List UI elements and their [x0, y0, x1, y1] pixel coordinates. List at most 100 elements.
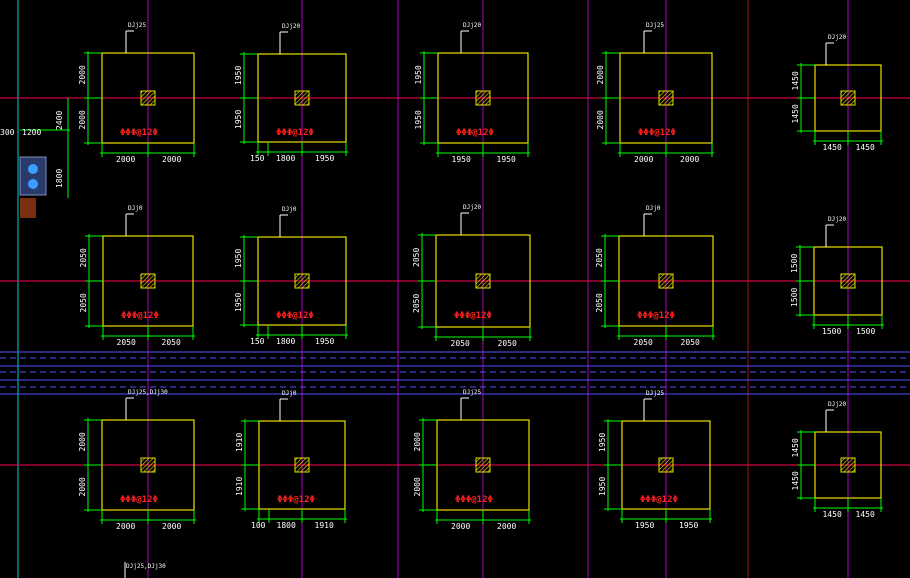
dim-text-vertical: 1450 — [791, 471, 800, 490]
column-hatch — [475, 273, 491, 289]
dim-text-horizontal: 2000 — [116, 155, 135, 164]
dim-text-vertical: 1950 — [598, 433, 607, 452]
reinforcement-note: ΦΦΦ@12Φ — [120, 128, 159, 138]
dim-text-horizontal: 1800 — [276, 337, 295, 346]
dim-text-horizontal: 100 — [251, 521, 266, 530]
dim-text-vertical: 2000 — [78, 110, 87, 129]
column-hatch — [294, 273, 310, 289]
dim-text-vertical: 1950 — [414, 110, 423, 129]
dim-text-vertical: 1950 — [598, 477, 607, 496]
column-hatch — [140, 457, 156, 473]
dim-text-vertical: 1500 — [790, 288, 799, 307]
dim-text-vertical: 1950 — [234, 66, 243, 85]
dim-text-horizontal: 2050 — [117, 338, 136, 347]
dim-text-horizontal: 150 — [250, 337, 265, 346]
footing-label: DJj25,DJj30 — [128, 389, 168, 396]
dim-text-horizontal: 1950 — [452, 155, 471, 164]
reinforcement-note: ΦΦΦ@12Φ — [276, 128, 315, 138]
dim-text-vertical: 2000 — [78, 432, 87, 451]
dim-text-horizontal: 1950 — [315, 154, 334, 163]
dim-text-horizontal: 1950 — [497, 155, 516, 164]
dim-text-horizontal: 2000 — [680, 155, 699, 164]
reinforcement-note: ΦΦΦ@12Φ — [121, 311, 160, 321]
dim-text-horizontal: 1500 — [856, 327, 875, 336]
footing-label: DJj25 — [646, 390, 664, 397]
dim-text-vertical: 2000 — [78, 65, 87, 84]
dim-text-horizontal: 150 — [250, 154, 265, 163]
dim-text-horizontal: 1500 — [822, 327, 841, 336]
column-hatch — [294, 90, 310, 106]
dim-text-horizontal: 2000 — [116, 522, 135, 531]
footing-label: DJj20 — [463, 22, 481, 29]
column-hatch — [140, 273, 156, 289]
dim-text-horizontal: 2050 — [162, 338, 181, 347]
dim-text-horizontal: 1450 — [856, 143, 875, 152]
dim-text-vertical: 1910 — [235, 433, 244, 452]
footing-label: DJj20 — [828, 401, 846, 408]
dim-text-horizontal: 2000 — [634, 155, 653, 164]
dim-text-horizontal: 2000 — [497, 522, 516, 531]
footing-label: DJj25 — [463, 389, 481, 396]
dim-text-vertical: 2000 — [413, 432, 422, 451]
footing-label: DJj25 — [646, 22, 664, 29]
footing-label: DJj20 — [463, 204, 481, 211]
dim-text-vertical: 1450 — [791, 104, 800, 123]
footing-label: DJj25 — [128, 22, 146, 29]
reinforcement-note: ΦΦΦ@12Φ — [120, 495, 159, 505]
dim-text-vertical: 2050 — [412, 248, 421, 267]
dim-text-horizontal: 1450 — [823, 143, 842, 152]
play-icon — [28, 164, 38, 174]
dim-text-vertical: 2050 — [79, 293, 88, 312]
column-hatch — [840, 457, 856, 473]
footing-label: DJj20 — [828, 216, 846, 223]
left-dim-c: 2400 — [55, 111, 64, 130]
dim-text-vertical: 1910 — [235, 477, 244, 496]
reinforcement-note: ΦΦΦ@12Φ — [454, 311, 493, 321]
column-hatch — [475, 90, 491, 106]
column-hatch — [658, 457, 674, 473]
dim-text-horizontal: 1800 — [277, 521, 296, 530]
dim-text-vertical: 2050 — [79, 248, 88, 267]
footing-label: DJj0 — [282, 206, 297, 213]
play-icon — [28, 179, 38, 189]
reinforcement-note: ΦΦΦ@12Φ — [276, 311, 315, 321]
dim-text-vertical: 1950 — [234, 110, 243, 129]
dim-text-vertical: 1450 — [791, 71, 800, 90]
left-dim-a: 300 — [0, 128, 15, 137]
reinforcement-note: ΦΦΦ@12Φ — [640, 495, 679, 505]
footing-label: DJj0 — [128, 205, 143, 212]
dim-text-horizontal: 1450 — [856, 510, 875, 519]
reinforcement-note: ΦΦΦ@12Φ — [455, 495, 494, 505]
dim-text-vertical: 1500 — [790, 254, 799, 273]
dim-text-vertical: 2000 — [596, 65, 605, 84]
dim-text-horizontal: 1800 — [276, 154, 295, 163]
dim-text-horizontal: 2050 — [451, 339, 470, 348]
dim-text-vertical: 2000 — [413, 477, 422, 496]
footing-label: DJj0 — [646, 205, 661, 212]
dim-text-horizontal: 2050 — [634, 338, 653, 347]
dim-text-vertical: 1950 — [414, 65, 423, 84]
dim-text-horizontal: 1950 — [679, 521, 698, 530]
column-hatch — [140, 90, 156, 106]
bottom-footing-label: DJj25,DJj30 — [126, 563, 166, 570]
dim-text-vertical: 2050 — [595, 293, 604, 312]
dim-text-horizontal: 1950 — [635, 521, 654, 530]
dim-text-horizontal: 2050 — [498, 339, 517, 348]
left-dim-d: 1800 — [55, 169, 64, 188]
dim-text-horizontal: 2000 — [162, 522, 181, 531]
dim-text-vertical: 1950 — [234, 293, 243, 312]
reinforcement-note: ΦΦΦ@12Φ — [456, 128, 495, 138]
dim-text-horizontal: 2050 — [681, 338, 700, 347]
dim-text-vertical: 2050 — [595, 248, 604, 267]
dim-text-horizontal: 1450 — [823, 510, 842, 519]
dim-text-horizontal: 2000 — [451, 522, 470, 531]
reinforcement-note: ΦΦΦ@12Φ — [277, 495, 316, 505]
column-hatch — [658, 273, 674, 289]
column-hatch — [658, 90, 674, 106]
dim-text-horizontal: 1910 — [315, 521, 334, 530]
reinforcement-note: ΦΦΦ@12Φ — [637, 311, 676, 321]
dim-text-vertical: 1450 — [791, 438, 800, 457]
footing-label: DJj20 — [282, 23, 300, 30]
